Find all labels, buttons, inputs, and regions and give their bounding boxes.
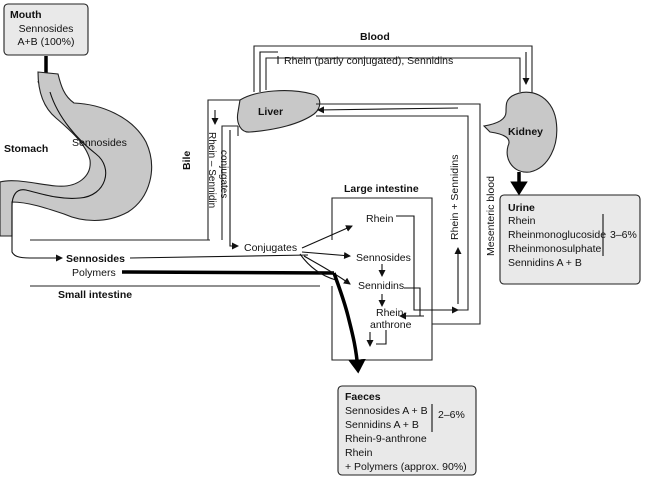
urine-percent: 3–6%: [610, 229, 637, 241]
stomach-content: Sennosides: [72, 137, 127, 149]
sennidins-to-mesenteric-line: [404, 287, 421, 316]
blood-up-arrow-line: [259, 51, 278, 92]
conjugates-to-sennosides-arrow: [301, 251, 351, 259]
li-sennosides-label: Sennosides: [356, 252, 411, 264]
polymers-to-faeces-arrow: [332, 272, 366, 374]
rheinanthrone-down-line: [376, 330, 387, 345]
kidney-label: Kidney: [508, 126, 543, 138]
mesenteric-flow-label: Rhein + Sennidins: [449, 154, 461, 240]
small-intestine-polymers-label: Polymers: [72, 267, 116, 279]
bile-duct: [207, 99, 240, 240]
bile-to-conjugates-arrow: [229, 130, 239, 250]
bile-content-line1: Rhein – Sennidin: [206, 132, 217, 208]
liver-shape: [236, 90, 321, 133]
urine-item-1: Rheinmonoglucoside: [508, 229, 606, 241]
stomach-sennosides-path: [11, 91, 107, 262]
faeces-item-4: + Polymers (approx. 90%): [345, 461, 467, 473]
mouth-box: Mouth Sennosides A+B (100%): [3, 3, 89, 56]
kidney-shape: [482, 91, 558, 173]
polymers-flow-line: [121, 270, 335, 275]
rheinanthrone-line1: Rhein-: [376, 307, 407, 319]
blood-flow-label: Rhein (partly conjugated), Sennidins: [284, 55, 453, 67]
stomach-shape: [0, 71, 153, 237]
faeces-item-0: Sennosides A + B: [345, 405, 428, 417]
stomach-label: Stomach: [4, 143, 48, 155]
mouth-line1: Sennosides: [19, 23, 74, 35]
urine-item-3: Sennidins A + B: [508, 257, 582, 269]
bile-content-line2: conjugates: [218, 150, 229, 198]
rheinanthrone-line2: anthrone: [370, 319, 412, 331]
faeces-title: Faeces: [345, 391, 381, 403]
urine-item-2: Rheinmonosulphate: [508, 243, 602, 255]
urine-box: Urine Rhein Rheinmonoglucoside Rheinmono…: [499, 194, 641, 285]
sennosides-flow-line: [129, 254, 309, 259]
conjugates-to-sennidins-arrow: [303, 255, 351, 285]
faeces-item-1: Sennidins A + B: [345, 419, 419, 431]
mesenteric-to-liver-arrow: [317, 106, 459, 114]
faeces-box: Faeces Sennosides A + B Sennidins A + B …: [337, 385, 477, 476]
blood-label: Blood: [360, 31, 390, 43]
small-intestine-label: Small intestine: [58, 289, 132, 301]
mouth-line2: A+B (100%): [18, 36, 75, 48]
faeces-item-2: Rhein-9-anthrone: [345, 433, 427, 445]
urine-item-0: Rhein: [508, 215, 536, 227]
conjugates-lower-curve: [299, 253, 337, 281]
large-intestine-wall: [331, 197, 433, 361]
large-intestine-label: Large intestine: [344, 183, 419, 195]
conjugates-to-rhein-arrow: [301, 225, 353, 249]
rhein-label: Rhein: [366, 213, 394, 225]
mouth-title: Mouth: [10, 9, 42, 21]
urine-title: Urine: [508, 202, 535, 214]
liver-label: Liver: [258, 106, 283, 118]
faeces-item-3: Rhein: [345, 447, 373, 459]
mesenteric-label: Mesenteric blood: [485, 176, 497, 256]
conjugates-label: Conjugates: [244, 242, 297, 254]
bile-label: Bile: [181, 151, 193, 170]
faeces-percent: 2–6%: [438, 409, 465, 421]
blood-duct: [253, 45, 533, 96]
small-intestine-sennosides-label: Sennosides: [66, 253, 125, 265]
sennidins-label: Sennidins: [358, 280, 404, 292]
